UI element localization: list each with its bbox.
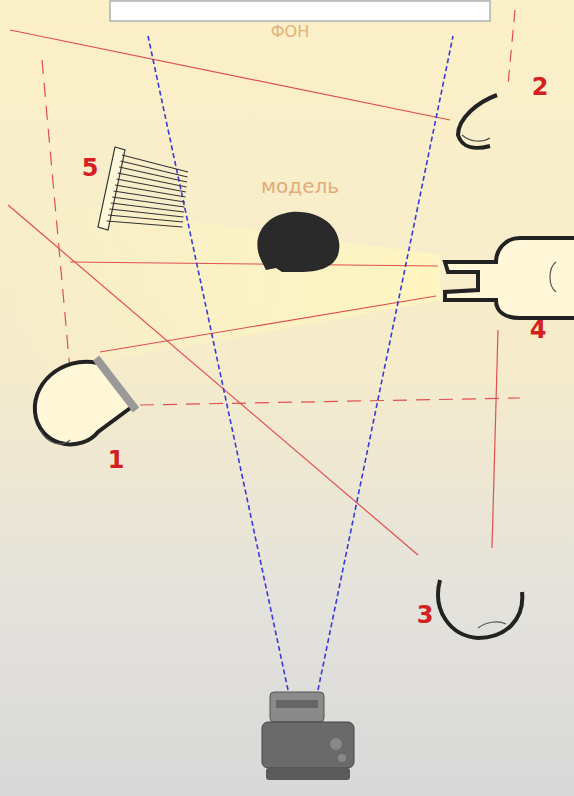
- model-label: модель: [261, 176, 339, 196]
- callout-number: 3: [417, 603, 434, 627]
- callout-number: 4: [530, 318, 547, 342]
- callout-number: 1: [108, 448, 125, 472]
- camera: [262, 692, 354, 780]
- callout-number: 2: [532, 75, 549, 99]
- callout-number: 5: [82, 156, 99, 180]
- head-silhouette: [257, 212, 339, 272]
- backdrop: [110, 1, 490, 21]
- camera-view: [148, 36, 453, 690]
- light-rays: [8, 10, 520, 555]
- light-3: [438, 580, 522, 638]
- light-4: [445, 238, 574, 318]
- light-2: [458, 95, 497, 148]
- backdrop-label: ФОН: [271, 24, 309, 40]
- light-beam: [0, 195, 440, 380]
- light-1: [35, 358, 136, 444]
- honeycomb-panel: [98, 147, 188, 230]
